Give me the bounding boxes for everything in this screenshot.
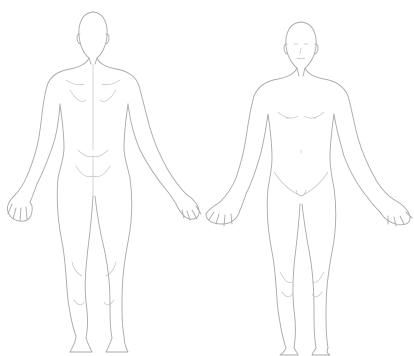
front-leg-right-inner bbox=[302, 204, 316, 348]
front-chest bbox=[278, 112, 324, 118]
front-arm-right-inner bbox=[334, 114, 380, 212]
back-glutes bbox=[76, 150, 110, 196]
front-arm-left-inner bbox=[240, 114, 268, 210]
back-arm-right-inner bbox=[128, 104, 176, 204]
front-arm-right-outer bbox=[348, 96, 398, 202]
front-leg-right-outer bbox=[326, 188, 336, 348]
front-neck-shoulder-right bbox=[305, 68, 348, 96]
front-foot-right-icon bbox=[312, 348, 330, 355]
back-hand-left-icon bbox=[7, 196, 32, 221]
back-leg-left-outer bbox=[57, 178, 76, 336]
back-leg-right-inner bbox=[95, 196, 112, 338]
back-head-icon bbox=[79, 12, 107, 64]
front-face-icon bbox=[294, 44, 308, 59]
front-hand-left-icon bbox=[206, 202, 240, 226]
back-neck-shoulder-left bbox=[47, 58, 89, 86]
front-arm-left-outer bbox=[220, 96, 254, 202]
back-hand-right-icon bbox=[176, 194, 201, 220]
back-arm-left-outer bbox=[14, 86, 47, 196]
back-leg-right-outer bbox=[122, 178, 132, 336]
back-leg-left-inner bbox=[85, 196, 93, 338]
front-leg-left-outer bbox=[267, 188, 286, 348]
back-foot-right-icon bbox=[106, 336, 128, 352]
front-torso-left bbox=[268, 114, 272, 188]
front-neck-shoulder-left bbox=[254, 68, 297, 96]
back-arm-right-outer bbox=[139, 86, 186, 194]
front-knees bbox=[280, 272, 324, 297]
back-foot-left-icon bbox=[70, 336, 92, 352]
back-neck-shoulder-right bbox=[97, 58, 139, 86]
front-leg-left-inner bbox=[293, 204, 300, 348]
figure-front-view bbox=[206, 22, 412, 355]
back-torso-right bbox=[124, 104, 130, 178]
figure-back-view bbox=[7, 12, 201, 352]
back-arm-left-inner bbox=[30, 104, 60, 202]
front-hand-right-icon bbox=[380, 202, 412, 226]
front-groin bbox=[274, 172, 328, 196]
front-foot-left-icon bbox=[280, 348, 298, 355]
front-torso-right bbox=[330, 114, 334, 188]
